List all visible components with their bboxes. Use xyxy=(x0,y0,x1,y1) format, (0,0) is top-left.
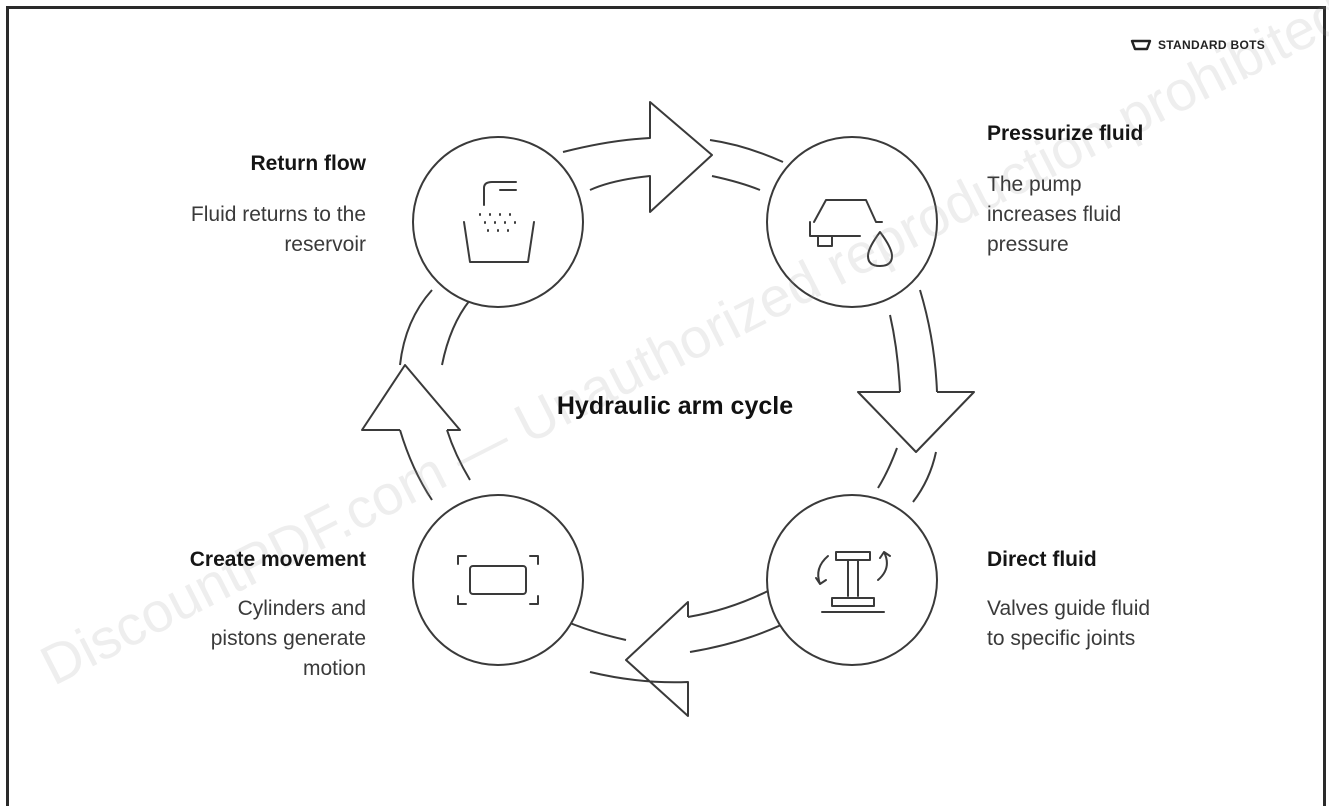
step-desc-pressurize-fluid: The pump increases fluid pressure xyxy=(987,170,1121,260)
step-desc-line: pistons generate xyxy=(210,627,366,650)
cylinder-frame-icon xyxy=(457,555,539,605)
step-circle-pressurize-fluid xyxy=(766,136,938,308)
diagram-frame xyxy=(6,6,1326,806)
cycle-band-left-lower xyxy=(399,429,471,501)
step-circle-return-flow xyxy=(412,136,584,308)
step-circle-create-movement xyxy=(412,494,584,666)
cycle-band-right-lower xyxy=(877,447,937,503)
step-desc-return-flow: Fluid returns to the reservoir xyxy=(191,200,366,260)
cycle-band-left-upper xyxy=(399,289,471,366)
pump-droplet-icon xyxy=(809,199,893,267)
diagram-title: Hydraulic arm cycle xyxy=(556,392,794,420)
valve-rotation-icon xyxy=(815,551,891,613)
step-title-create-movement: Create movement xyxy=(189,548,366,571)
step-desc-line: pressure xyxy=(987,233,1069,256)
step-desc-line: The pump xyxy=(987,173,1082,196)
step-desc-line: Cylinders and xyxy=(237,597,366,620)
step-desc-line: Fluid returns to the xyxy=(190,203,366,226)
step-desc-line: motion xyxy=(302,657,366,680)
step-title-return-flow: Return flow xyxy=(250,152,367,175)
brand-name: STANDARD BOTS xyxy=(1158,38,1266,52)
step-desc-line: reservoir xyxy=(284,233,366,256)
step-desc-line: to specific joints xyxy=(987,627,1136,650)
step-title-direct-fluid: Direct fluid xyxy=(987,548,1097,571)
brand-logo: STANDARD BOTS xyxy=(1130,38,1265,52)
step-circle-direct-fluid xyxy=(766,494,938,666)
step-desc-direct-fluid: Valves guide fluid to specific joints xyxy=(987,594,1150,654)
faucet-reservoir-icon xyxy=(463,181,535,263)
step-desc-create-movement: Cylinders and pistons generate motion xyxy=(211,594,366,684)
step-desc-line: increases fluid xyxy=(987,203,1122,226)
cycle-band-right-upper xyxy=(889,289,938,393)
cycle-arrow-left xyxy=(361,364,461,431)
step-desc-line: Valves guide fluid xyxy=(987,597,1151,620)
cycle-arrow-bottom xyxy=(589,601,689,717)
cycle-arrow-top xyxy=(562,101,713,213)
standard-bots-logo-icon xyxy=(1130,39,1152,51)
cycle-band-top-right xyxy=(709,139,784,191)
step-title-pressurize-fluid: Pressurize fluid xyxy=(987,122,1144,145)
cycle-arrow-right xyxy=(857,391,975,453)
